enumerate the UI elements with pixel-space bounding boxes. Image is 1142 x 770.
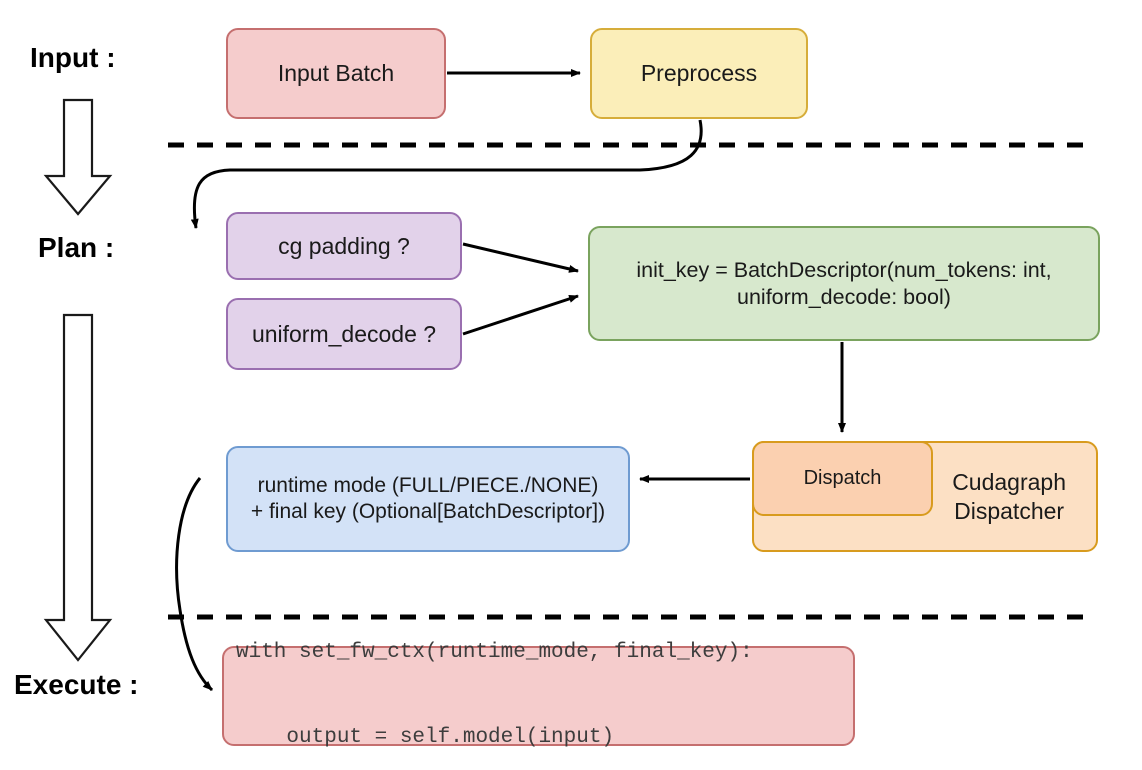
node-dispatch[interactable]: Dispatch — [752, 441, 933, 516]
node-cudagraph-dispatcher-line-1: Cudagraph — [952, 468, 1066, 495]
node-code-block[interactable]: with set_fw_ctx(runtime_mode, final_key)… — [222, 641, 855, 749]
node-init-key[interactable]: init_key = BatchDescriptor(num_tokens: i… — [588, 226, 1100, 341]
node-code-line-1: with set_fw_ctx(runtime_mode, final_key)… — [236, 641, 753, 665]
node-runtime-mode-line-2: + final key (Optional[BatchDescriptor]) — [250, 500, 606, 523]
node-cg-padding-label: cg padding ? — [278, 232, 410, 259]
node-runtime-mode[interactable]: runtime mode (FULL/PIECE./NONE) + final … — [226, 446, 630, 552]
uniform-decode-to-init-key — [462, 294, 579, 336]
node-runtime-mode-line-1: runtime mode (FULL/PIECE./NONE) — [257, 473, 599, 497]
plan-to-execute-arrow — [43, 313, 113, 662]
node-uniform-decode-label: uniform_decode ? — [251, 320, 437, 347]
node-code-line-2: output = self.model(input) — [236, 726, 615, 750]
node-cudagraph-dispatcher-line-2: Dispatcher — [954, 497, 1065, 524]
node-input-batch-label: Input Batch — [277, 60, 395, 87]
node-init-key-line-2: uniform_decode: bool) — [737, 284, 951, 309]
node-dispatch-label: Dispatch — [803, 467, 882, 489]
node-preprocess-label: Preprocess — [640, 60, 758, 87]
node-input-batch[interactable]: Input Batch — [226, 28, 446, 119]
stage-label-input: Input : — [30, 42, 116, 73]
cg-padding-to-init-key — [462, 242, 579, 273]
node-uniform-decode[interactable]: uniform_decode ? — [226, 298, 462, 370]
stage-label-plan: Plan : — [38, 232, 115, 263]
input-to-plan-arrow — [43, 98, 113, 216]
node-preprocess[interactable]: Preprocess — [590, 28, 808, 119]
node-init-key-line-1: init_key = BatchDescriptor(num_tokens: i… — [636, 257, 1052, 282]
runtime-mode-to-code — [175, 477, 214, 692]
stage-label-execute: Execute : — [14, 669, 139, 700]
node-cg-padding[interactable]: cg padding ? — [226, 212, 462, 280]
